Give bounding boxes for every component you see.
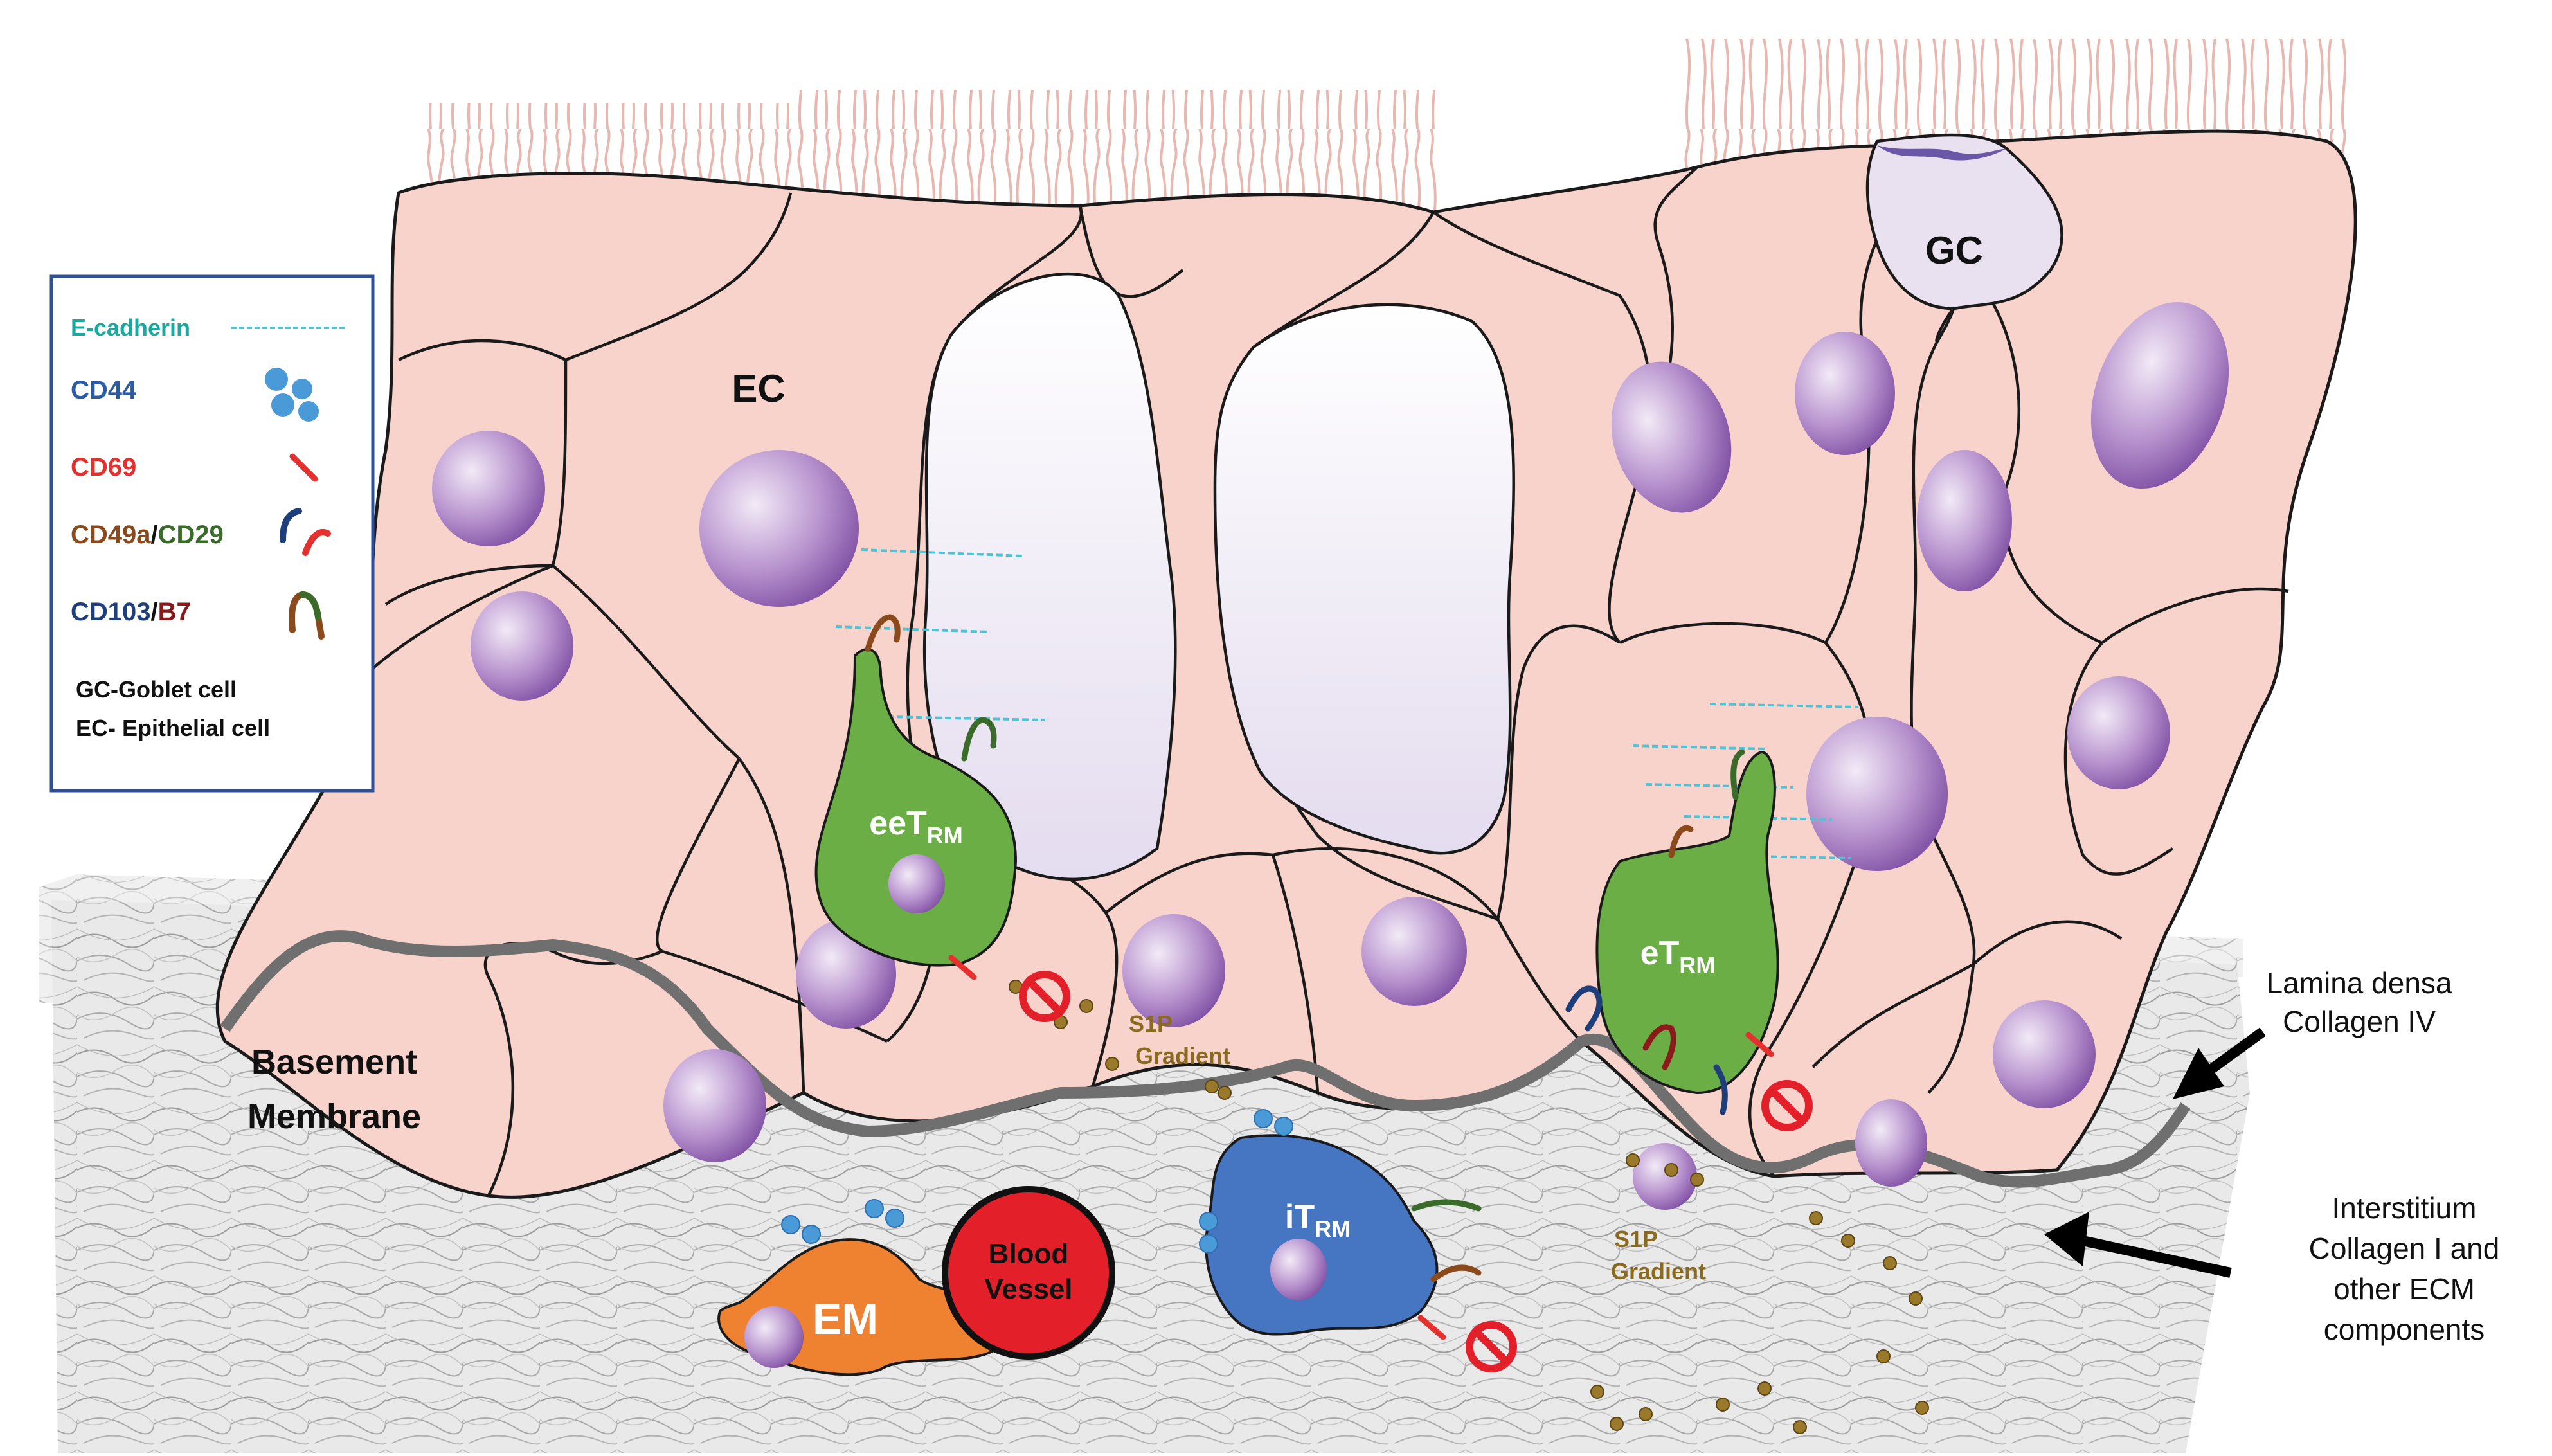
- s1p-dots: [1009, 980, 1929, 1434]
- goblet-mucus: [1877, 145, 2006, 161]
- interstitium-label-1: Interstitium: [2332, 1191, 2477, 1225]
- s1p-label-2a: S1P: [1614, 1226, 1658, 1252]
- no-entry-icon: [1466, 1321, 1517, 1372]
- s1p-label-1a: S1P: [1129, 1011, 1173, 1037]
- itrm-nucleus: [1270, 1239, 1327, 1300]
- e-cadherin-strands: [835, 548, 1858, 859]
- legend-gc-definition: GC-Goblet cell: [76, 676, 237, 703]
- etrm-cell: [1595, 750, 1779, 1095]
- legend-slash-2: /: [151, 598, 158, 626]
- nucleus: [1917, 450, 2012, 591]
- no-entry-icon: [1761, 1080, 1813, 1131]
- legend-slash-1: /: [151, 521, 158, 549]
- blood-vessel-label-1: Blood: [989, 1238, 1069, 1270]
- eetrm-nucleus: [888, 854, 945, 913]
- s1p-label-1b: Gradient: [1135, 1043, 1230, 1069]
- legend-cd69-symbol: [289, 453, 318, 482]
- nucleus: [471, 591, 573, 701]
- cd44-receptors: [781, 1109, 1293, 1254]
- blood-vessel-label-2: Vessel: [984, 1273, 1072, 1305]
- legend-ecadherin: E-cadherin: [71, 314, 190, 341]
- lumen-center: [1213, 303, 1515, 855]
- gc-label: GC: [1925, 229, 1983, 272]
- legend: E-cadherin CD44 CD69 CD49a/CD29 CD103/B7…: [49, 274, 375, 793]
- legend-cd69: CD69: [71, 453, 136, 481]
- s1p-label-2b: Gradient: [1611, 1258, 1706, 1284]
- itrm-label-sub: RM: [1315, 1216, 1351, 1242]
- nucleus: [1855, 1099, 1927, 1187]
- integrin-markers: [865, 614, 1745, 1282]
- etrm-label-main: eT: [1640, 935, 1680, 972]
- lamina-label-1: Lamina densa: [2267, 966, 2452, 1000]
- interstitium-label-3: other ECM: [2333, 1272, 2475, 1306]
- legend-cd103-b7-symbol: [289, 591, 325, 640]
- blood-vessel: [942, 1186, 1115, 1360]
- lumen-left: [923, 273, 1177, 881]
- nucleus: [1806, 717, 1948, 871]
- cd69-markers: [948, 955, 1774, 1340]
- itrm-label: iTRM: [1285, 1198, 1351, 1242]
- nucleus: [2090, 301, 2229, 489]
- etrm-label-sub: RM: [1679, 952, 1715, 978]
- nucleus: [1633, 1143, 1697, 1210]
- legend-cd49a-cd29: CD49a/CD29: [71, 521, 224, 549]
- arrow-icon: [2044, 1212, 2232, 1278]
- nucleus: [663, 1049, 766, 1162]
- interstitium-label-2: Collagen I and: [2309, 1232, 2500, 1265]
- eetrm-label-main: eeT: [869, 805, 927, 842]
- itrm-label-main: iT: [1285, 1198, 1315, 1236]
- nucleus: [1122, 914, 1225, 1027]
- lamina-label-2: Collagen IV: [2283, 1005, 2436, 1038]
- eetrm-label: eeTRM: [869, 805, 963, 849]
- basement-label-2: Membrane: [247, 1097, 421, 1136]
- interstitium-label-4: components: [2324, 1313, 2485, 1346]
- etrm-label: eTRM: [1640, 935, 1716, 978]
- nucleus: [1993, 1000, 2096, 1108]
- legend-b7: B7: [158, 598, 191, 626]
- nucleus: [1361, 897, 1467, 1006]
- eetrm-label-sub: RM: [927, 822, 963, 849]
- legend-ec-definition: EC- Epithelial cell: [76, 715, 270, 741]
- nucleus: [1611, 361, 1732, 513]
- nucleus: [699, 450, 859, 607]
- no-entry-icon: [1019, 971, 1070, 1022]
- eetrm-cell: [814, 648, 1018, 967]
- em-label: EM: [813, 1295, 878, 1344]
- nuclei: [432, 301, 2229, 1210]
- legend-cd49a: CD49a: [71, 521, 151, 549]
- legend-cd44: CD44: [71, 376, 137, 404]
- legend-cd103: CD103: [71, 598, 151, 626]
- em-nucleus: [744, 1306, 804, 1368]
- nucleus: [1795, 332, 1895, 455]
- ec-label: EC: [732, 367, 785, 410]
- goblet-cell: [1865, 133, 2063, 310]
- basement-label-1: Basement: [251, 1043, 417, 1081]
- legend-cd44-symbol: [265, 368, 319, 422]
- arrow-icon: [2173, 1027, 2266, 1099]
- nucleus: [432, 431, 545, 546]
- legend-cd103-b7: CD103/B7: [71, 598, 191, 626]
- microvilli-center: [797, 90, 1440, 212]
- legend-cd29: CD29: [158, 521, 224, 549]
- legend-cd49a-cd29-symbol: [280, 508, 331, 556]
- nucleus: [2067, 676, 2170, 789]
